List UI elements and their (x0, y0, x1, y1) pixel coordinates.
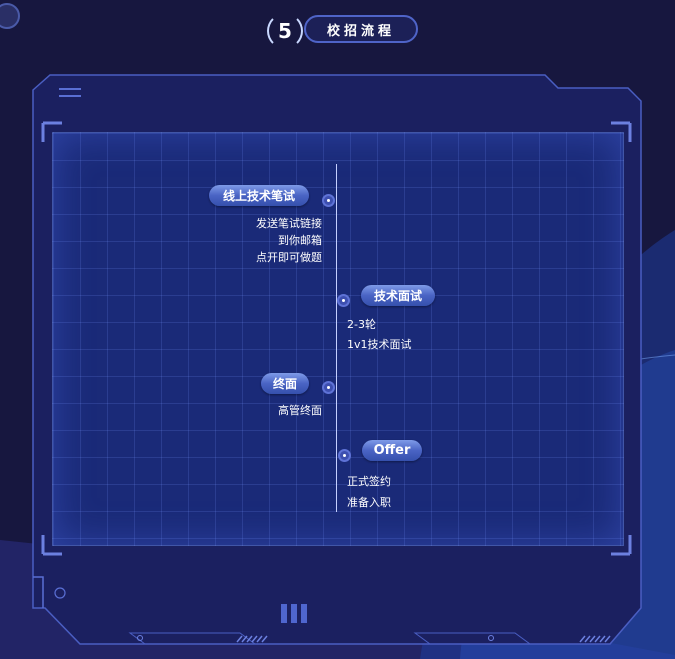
timeline-step-offer-desc: 正式签约 准备入职 (347, 471, 391, 513)
step-title: 技术面试 (373, 289, 422, 303)
desc-line: 准备入职 (347, 496, 391, 509)
timeline-step-final-interview-label: 终面 (261, 373, 309, 394)
timeline-dot (322, 194, 335, 207)
desc-line: 到你邮箱 (278, 234, 322, 247)
desc-line: 发送笔试链接 (256, 217, 322, 230)
menu-lines-icon (59, 88, 81, 97)
timeline-step-offer-label: Offer (362, 440, 422, 461)
desc-line: 点开即可做题 (256, 251, 322, 264)
timeline-step-tech-interview-label: 技术面试 (361, 285, 435, 306)
timeline-step-final-interview-desc: 高管终面 (278, 402, 322, 419)
step-number: 5 (278, 19, 292, 43)
timeline-grid-panel (52, 132, 624, 546)
timeline-step-written-test-label: 线上技术笔试 (209, 185, 309, 206)
timeline-axis (336, 164, 337, 512)
step-number-badge: 5 (267, 13, 303, 49)
timeline-step-written-test-desc: 发送笔试链接 到你邮箱 点开即可做题 (256, 215, 322, 266)
section-title-pill: 校招流程 (304, 15, 418, 43)
desc-line: 1v1技术面试 (347, 338, 412, 351)
timeline-dot (338, 449, 351, 462)
desc-line: 2-3轮 (347, 318, 376, 331)
step-title: 线上技术笔试 (222, 189, 295, 203)
timeline-dot (322, 381, 335, 394)
section-header: 5 校招流程 (0, 10, 675, 50)
timeline-dot (337, 294, 350, 307)
step-title: Offer (373, 443, 411, 458)
triple-bar-icon (281, 604, 311, 627)
timeline-step-tech-interview-desc: 2-3轮 1v1技术面试 (347, 315, 412, 355)
section-title: 校招流程 (326, 23, 395, 39)
desc-line: 高管终面 (278, 404, 322, 417)
step-title: 终面 (272, 377, 297, 391)
desc-line: 正式签约 (347, 475, 391, 488)
